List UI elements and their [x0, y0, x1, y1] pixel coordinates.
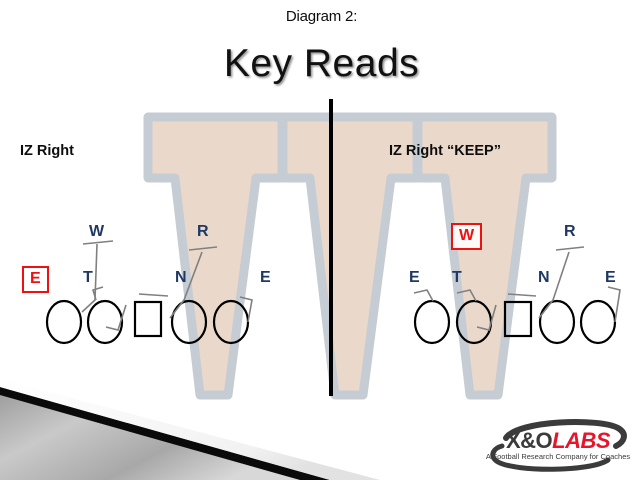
offense-center-square [503, 300, 533, 338]
formation-left [45, 299, 250, 345]
play-caption-left: IZ Right [20, 143, 74, 159]
defender-label-right-t[interactable]: T [452, 269, 462, 286]
defender-label-right-w-highlight[interactable]: W [451, 223, 483, 250]
offense-oval [538, 299, 576, 345]
logo-tagline: A Football Research Company for Coaches [485, 452, 631, 461]
offense-oval [86, 299, 124, 345]
logo-name-secondary: LABS [552, 428, 611, 453]
play-caption-right: IZ Right “KEEP” [389, 143, 501, 159]
defender-stems-right [413, 246, 621, 331]
diagram-label: Diagram 2: [285, 8, 358, 25]
offense-oval [170, 299, 208, 345]
offense-oval [455, 299, 493, 345]
brand-logo[interactable]: X&OLABS A Football Research Company for … [478, 416, 638, 474]
defender-label-left-e-highlight[interactable]: E [22, 266, 49, 293]
defender-label-left-w[interactable]: W [89, 223, 105, 240]
defender-label-right-e2[interactable]: E [605, 269, 616, 286]
page-title: Key Reads [223, 42, 420, 85]
defender-stems-left [81, 240, 253, 331]
logo-wordmark: X&OLABS [478, 430, 638, 452]
offense-center-square [133, 300, 163, 338]
defender-label-right-r[interactable]: R [564, 223, 576, 240]
offense-oval [413, 299, 451, 345]
defender-label-right-e[interactable]: E [409, 269, 420, 286]
offense-oval [212, 299, 250, 345]
defender-label-right-n[interactable]: N [538, 269, 550, 286]
offense-oval [45, 299, 83, 345]
offense-oval [579, 299, 617, 345]
defender-label-left-e[interactable]: E [260, 269, 271, 286]
logo-swoosh-icon [490, 419, 627, 472]
defender-label-left-n[interactable]: N [175, 269, 187, 286]
formation-right [413, 299, 617, 345]
defender-label-left-t[interactable]: T [83, 269, 93, 286]
center-divider-line [329, 99, 333, 396]
logo-name-primary: X&O [505, 428, 553, 453]
defender-label-left-r[interactable]: R [197, 223, 209, 240]
